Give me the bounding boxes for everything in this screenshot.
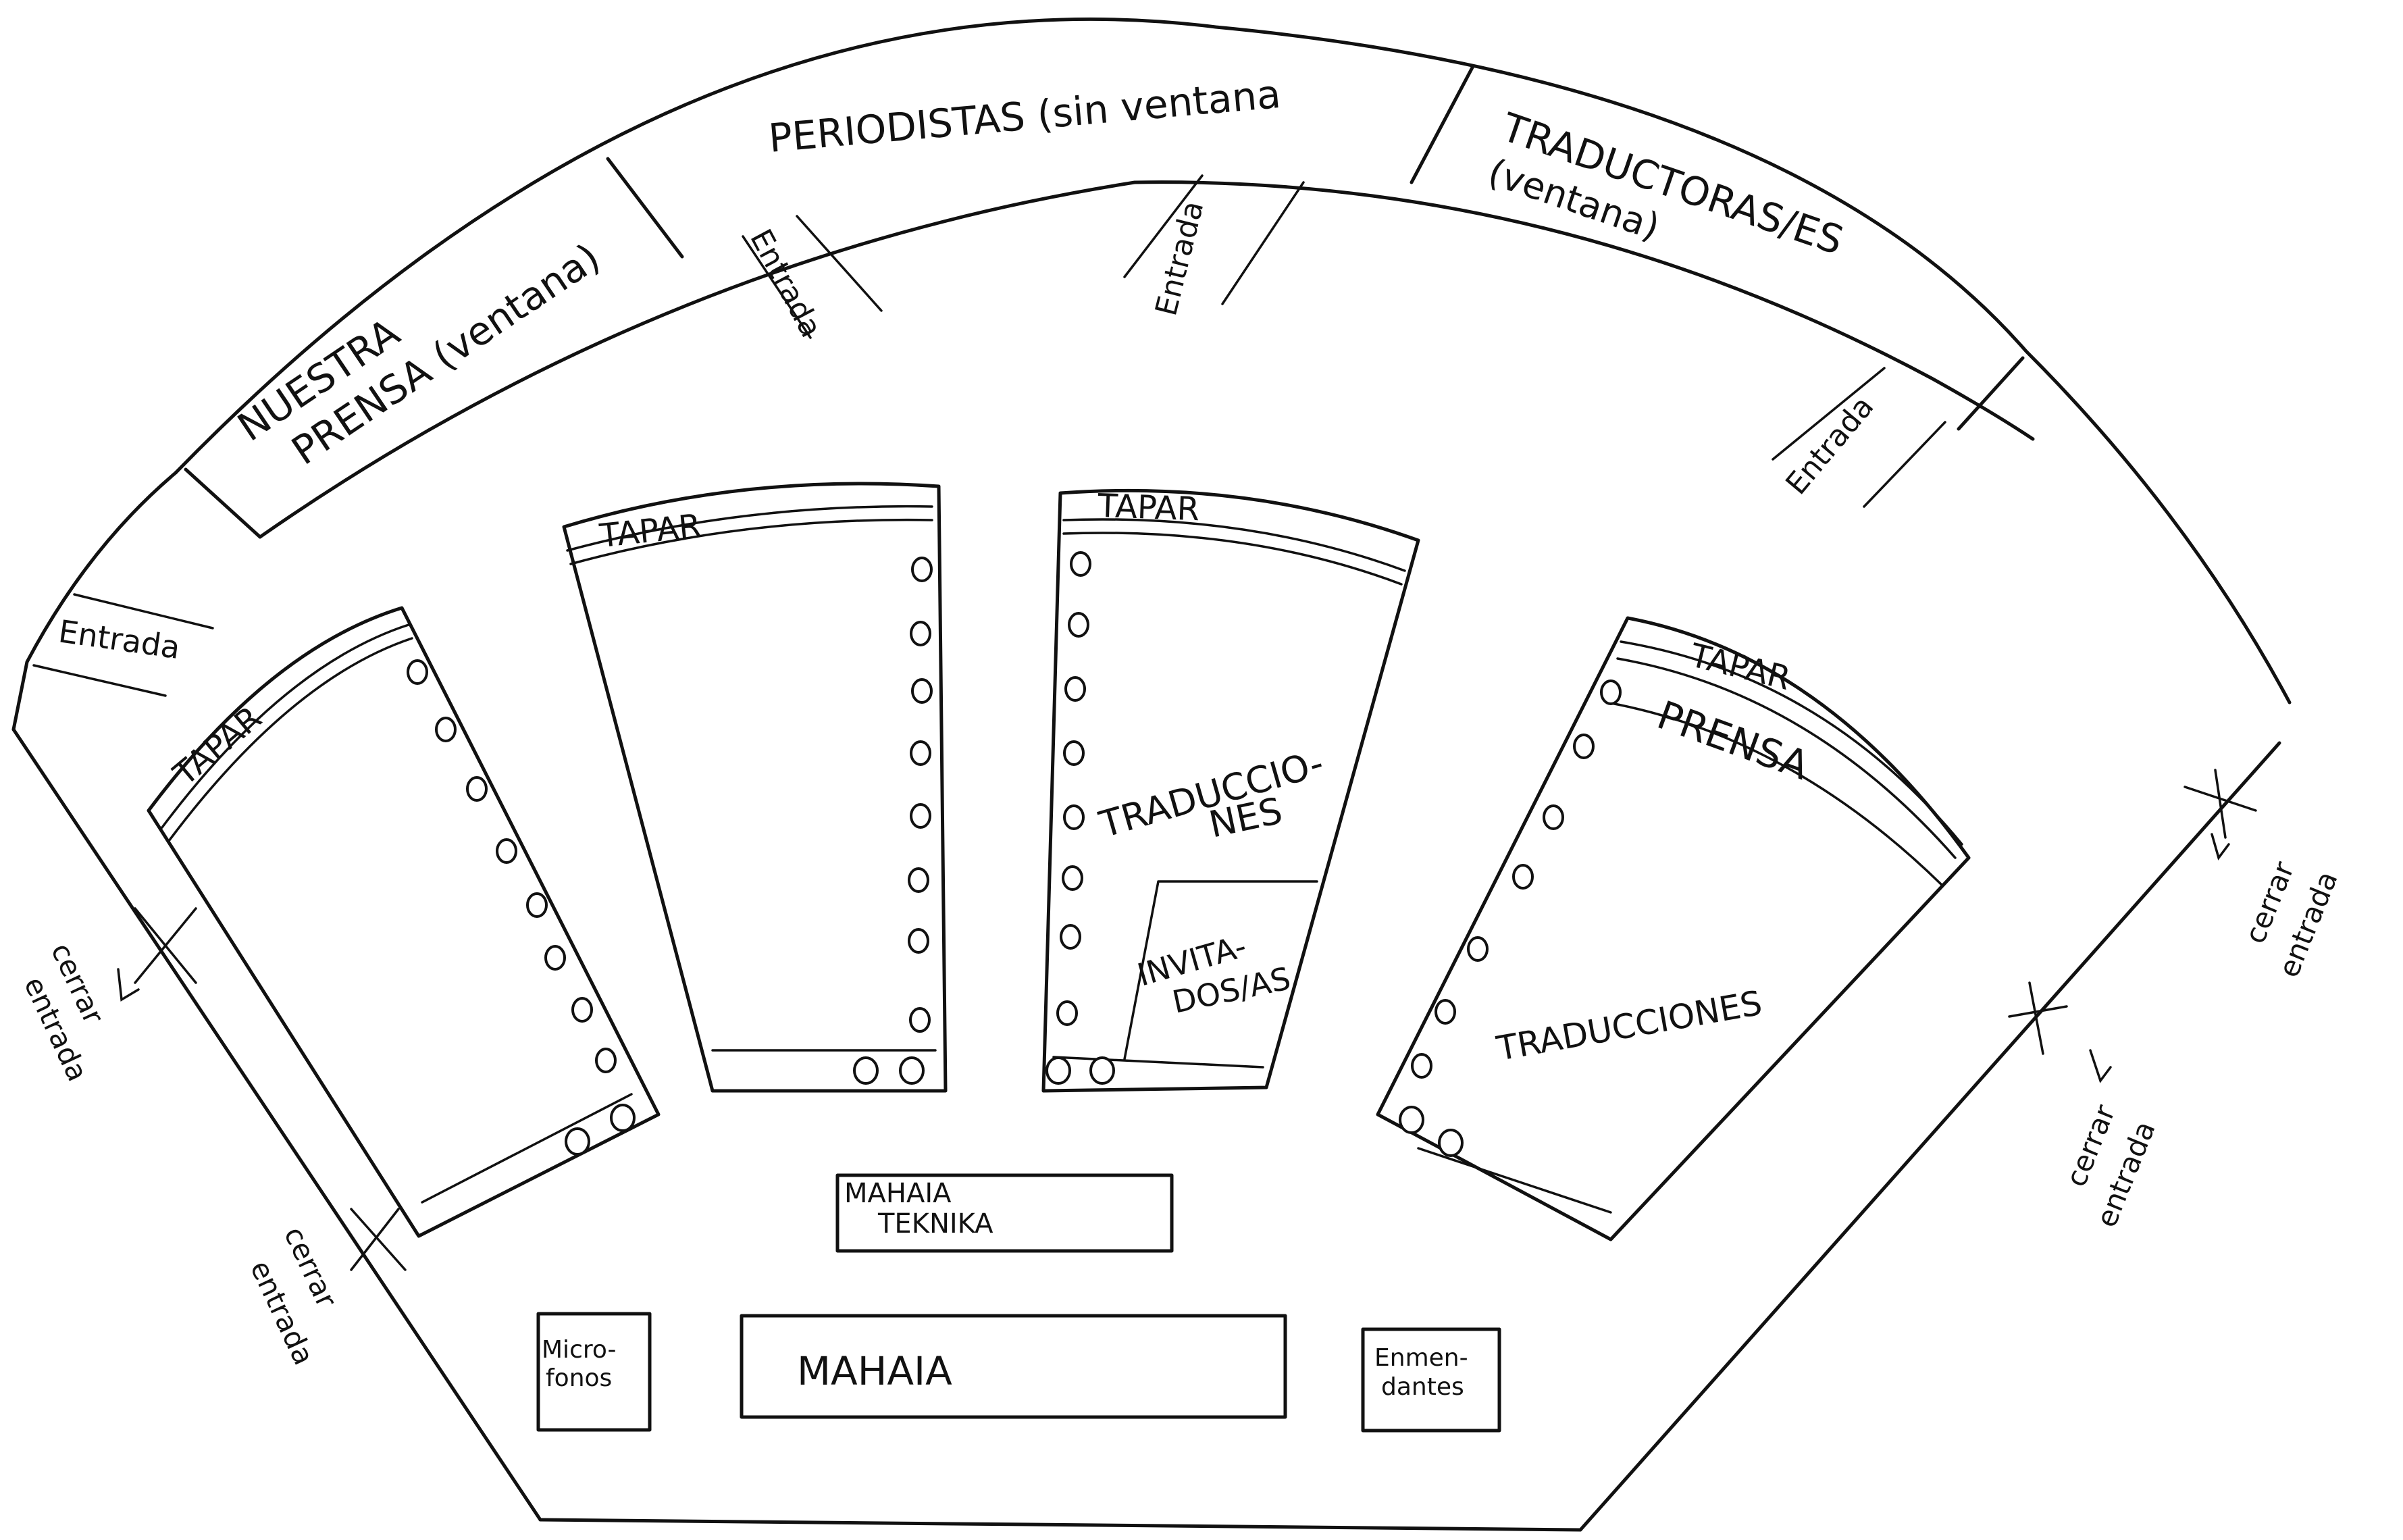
band-divider-4 bbox=[1957, 356, 2025, 431]
seating-block-4-label: TRADUCCIONES bbox=[1493, 983, 1765, 1069]
seat bbox=[911, 557, 933, 582]
seating-block-2-seats bbox=[853, 557, 933, 1085]
seating-block-4-tapar: TAPAR bbox=[1686, 636, 1794, 698]
seating-block-3-outline bbox=[1041, 488, 1420, 1093]
mahaia-teknika-table bbox=[835, 1173, 1174, 1253]
left-entrance-lines bbox=[32, 593, 214, 697]
left-entrance-label: Entrada bbox=[56, 613, 182, 666]
x-mark-icon bbox=[2184, 769, 2257, 861]
seat bbox=[909, 1007, 931, 1033]
seat bbox=[1070, 551, 1091, 577]
band-divider-1 bbox=[184, 467, 262, 539]
band-divider-2 bbox=[606, 157, 684, 259]
seat bbox=[910, 803, 931, 829]
seat bbox=[1435, 999, 1456, 1025]
seat bbox=[1045, 1056, 1071, 1085]
seating-block-4-front-line bbox=[1417, 1147, 1612, 1214]
x-mark-icon bbox=[2008, 981, 2112, 1083]
hall-outer-boundary bbox=[174, 17, 2292, 704]
invitados-box bbox=[1123, 880, 1318, 1060]
seating-block-3-tapar-lines bbox=[1062, 518, 1406, 586]
band-entrance-3-label: Entrada bbox=[1779, 390, 1880, 501]
mahaia-table bbox=[740, 1314, 1287, 1419]
seat bbox=[1438, 1129, 1464, 1157]
seat bbox=[1467, 936, 1489, 962]
seating-block-3-seats bbox=[1045, 551, 1115, 1085]
microfonos-label-2: fonos bbox=[546, 1364, 612, 1392]
mahaia-label: MAHAIA bbox=[797, 1348, 952, 1394]
seat bbox=[1411, 1053, 1432, 1079]
seating-block-2-outline bbox=[562, 482, 948, 1093]
seating-block-2-tapar-lines bbox=[566, 505, 933, 565]
seat bbox=[1600, 679, 1622, 705]
seating-block-3-front-line bbox=[1052, 1056, 1264, 1069]
microfonos-label-1: Micro- bbox=[542, 1336, 617, 1364]
seat bbox=[899, 1056, 925, 1085]
seat bbox=[407, 659, 428, 685]
band-entrance-2-lines bbox=[1123, 174, 1305, 305]
seat bbox=[565, 1127, 590, 1156]
seat bbox=[1543, 804, 1564, 830]
enmendantes-label-2: dantes bbox=[1381, 1373, 1464, 1401]
seat bbox=[1056, 1000, 1078, 1026]
seating-block-4-outline bbox=[1376, 616, 1971, 1241]
seat bbox=[610, 1104, 636, 1132]
band-entrance-3-lines bbox=[1772, 367, 1946, 508]
band-divider-3 bbox=[1410, 66, 1474, 184]
hall-bottom-wall bbox=[538, 1518, 1582, 1532]
seating-block-1-tapar-lines bbox=[161, 623, 413, 842]
hall-right-wall bbox=[1578, 741, 2281, 1532]
seat bbox=[595, 1048, 617, 1073]
x-mark-icon bbox=[117, 907, 197, 1002]
hall-left-upper bbox=[11, 471, 178, 732]
hall-left-wall bbox=[11, 727, 542, 1522]
seat bbox=[571, 997, 593, 1023]
x-mark-icon bbox=[350, 1208, 407, 1271]
seat bbox=[908, 867, 929, 893]
seating-block-3-tapar: TAPAR bbox=[1097, 487, 1200, 528]
closure-left-lower: cerrar entrada bbox=[244, 1208, 407, 1370]
seat bbox=[1063, 740, 1085, 766]
band-entrance-1-label: Entrada bbox=[743, 224, 828, 343]
microfonos-table bbox=[536, 1312, 652, 1432]
seat bbox=[1399, 1106, 1424, 1134]
seat bbox=[1064, 676, 1086, 702]
band-entrance-1-lines bbox=[742, 215, 883, 339]
seating-block-1-seats bbox=[407, 659, 636, 1156]
enmendantes-label-1: Enmen- bbox=[1374, 1344, 1468, 1372]
seat bbox=[1062, 865, 1083, 891]
seat bbox=[910, 740, 931, 766]
seat bbox=[1089, 1056, 1115, 1085]
enmendantes-table bbox=[1361, 1327, 1501, 1433]
band-inner-arc bbox=[258, 180, 2035, 539]
seat bbox=[1573, 734, 1595, 759]
seat bbox=[1060, 924, 1081, 950]
seat bbox=[911, 678, 933, 704]
seating-block-1-outline bbox=[147, 606, 661, 1238]
periodistas-label: PERIODISTAS (sin ventana bbox=[767, 71, 1283, 161]
seat bbox=[1512, 864, 1534, 890]
seat bbox=[1063, 804, 1085, 830]
seat bbox=[1068, 612, 1089, 638]
closure-left-upper: cerrar entrada bbox=[18, 907, 197, 1086]
seat bbox=[496, 838, 517, 864]
seating-block-4-tapar-lines bbox=[1606, 640, 1963, 886]
seat bbox=[435, 717, 457, 742]
seat bbox=[466, 776, 488, 802]
seating-block-4-prensa: PRENSA bbox=[1651, 692, 1815, 789]
mahaia-teknika-label-2: TEKNIKA bbox=[877, 1208, 993, 1239]
seat bbox=[908, 928, 929, 954]
closure-right-upper: cerrar entrada bbox=[2184, 769, 2344, 982]
mahaia-teknika-label-1: MAHAIA bbox=[844, 1178, 952, 1209]
seat bbox=[526, 892, 548, 918]
seat bbox=[544, 945, 566, 971]
seat bbox=[910, 621, 931, 646]
band-entrance-2-label: Entrada bbox=[1149, 198, 1210, 319]
seating-block-1-front-line bbox=[421, 1093, 633, 1204]
seat bbox=[853, 1056, 879, 1085]
seating-block-4-seats bbox=[1399, 679, 1622, 1157]
